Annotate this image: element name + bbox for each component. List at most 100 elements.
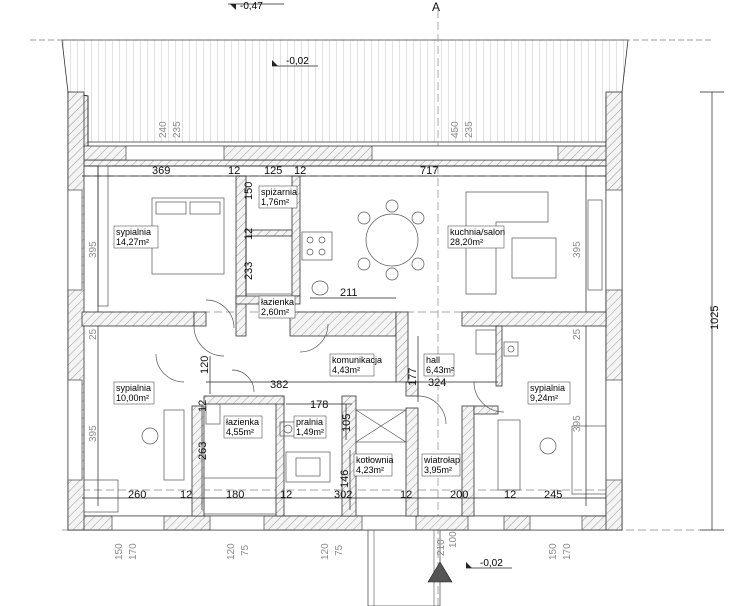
room-name: komunikacja — [332, 355, 382, 365]
room-name: pralnia — [296, 417, 323, 427]
room-name: sypialnia — [116, 227, 151, 237]
level-marker-top: -0,47 — [228, 1, 284, 12]
dim-pralnia-w: 178 — [310, 399, 328, 411]
room-labels: sypialnia 14,27m² spiżarnia 1,76m² kuchn… — [113, 185, 571, 477]
dim-terrace-235b: 235 — [464, 121, 475, 138]
dim-terrace-235a: 235 — [172, 121, 183, 138]
room-area: 4,55m² — [226, 427, 254, 437]
dimension-lines — [82, 91, 724, 531]
entrance — [367, 529, 453, 606]
dim-bottom-12d: 12 — [504, 489, 516, 501]
room-vestibule: wiatrołap 3,95m² — [421, 453, 461, 477]
dim-bot-170b: 170 — [562, 543, 573, 560]
dim-top-125: 125 — [264, 165, 282, 177]
door-swings — [155, 299, 505, 425]
dim-laz2-h: 263 — [197, 442, 209, 460]
dim-left-wall-25a: 25 — [88, 328, 99, 340]
dim-hall-w: 324 — [428, 377, 446, 389]
room-area: 9,24m² — [530, 393, 558, 403]
dim-left-bot-h: 395 — [88, 425, 99, 442]
dim-bottom-12b: 12 — [280, 489, 292, 501]
room-boiler: kotłownia 4,23m² — [353, 453, 394, 477]
room-name: spiżarnia — [261, 187, 297, 197]
dim-left-top-h: 395 — [88, 241, 99, 258]
dim-bottom-12c: 12 — [400, 489, 412, 501]
dim-right-top-h: 395 — [572, 241, 583, 258]
dim-bot-75b: 75 — [334, 544, 345, 556]
level-marker-terrace: -0,02 — [272, 56, 318, 67]
dim-bot-150a: 150 — [114, 543, 125, 560]
dim-laz-h: 233 — [243, 262, 255, 280]
dim-bot-150b: 150 — [548, 543, 559, 560]
dim-bottom-180: 180 — [226, 489, 244, 501]
dim-top-12a: 12 — [228, 165, 240, 177]
room-hall: hall 6,43m² — [423, 353, 455, 377]
level-entrance-label: -0,02 — [480, 558, 503, 569]
room-area: 4,23m² — [356, 465, 384, 475]
level-top-label: -0,47 — [240, 1, 263, 12]
room-kitchen-living: kuchnia/salon 28,20m² — [447, 225, 505, 249]
dimension-labels: 369 12 125 12 717 150 12 233 211 395 395… — [88, 121, 721, 560]
room-area: 28,20m² — [450, 237, 483, 247]
room-pantry: spiżarnia 1,76m² — [258, 185, 298, 209]
room-bathroom-2: łazienka 4,55m² — [223, 415, 263, 439]
room-name: sypialnia — [116, 383, 151, 393]
dim-spizarnia-wall: 12 — [243, 228, 255, 240]
room-bedroom-2: sypialnia 10,00m² — [113, 381, 155, 405]
room-bedroom-3: sypialnia 9,24m² — [527, 381, 571, 405]
dim-corridor-h: 120 — [199, 356, 211, 374]
room-bedroom-1: sypialnia 14,27m² — [113, 225, 159, 249]
dim-bot-100: 100 — [448, 531, 459, 548]
dim-kuchnia-inner: 211 — [340, 287, 358, 299]
room-area: 14,27m² — [116, 237, 149, 247]
room-name: hall — [426, 355, 440, 365]
level-terrace-label: -0,02 — [286, 56, 309, 67]
level-markers: -0,47 -0,02 -0,02 A — [228, 0, 512, 569]
dim-top-12b: 12 — [294, 165, 306, 177]
dim-bot-210: 210 — [436, 539, 447, 556]
room-area: 10,00m² — [116, 393, 149, 403]
room-name: wiatrołap — [423, 455, 460, 465]
dim-right-bot-h: 395 — [572, 415, 583, 432]
windows — [67, 145, 623, 531]
room-area: 1,76m² — [261, 197, 289, 207]
level-marker-entrance: -0,02 — [466, 558, 512, 569]
dim-pralnia-h: 105 — [341, 414, 353, 432]
room-name: sypialnia — [530, 383, 565, 393]
room-bathroom-1: łazienka 2,60m² — [258, 295, 296, 319]
room-area: 3,95m² — [424, 465, 452, 475]
dim-terrace-450: 450 — [450, 121, 461, 138]
dim-bottom-302: 302 — [334, 489, 352, 501]
dim-right-wall-25: 25 — [572, 328, 583, 340]
furniture — [83, 165, 607, 515]
room-area: 4,43m² — [332, 365, 360, 375]
room-area: 1,49m² — [296, 427, 324, 437]
interior-walls — [81, 175, 607, 517]
dim-bot-120a: 120 — [226, 543, 237, 560]
room-name: łazienka — [261, 297, 294, 307]
room-name: łazienka — [226, 417, 259, 427]
dim-spizarnia-h: 150 — [243, 182, 255, 200]
dim-top-717: 717 — [420, 165, 438, 177]
dim-top-369: 369 — [152, 165, 170, 177]
dim-bot-170a: 170 — [128, 543, 139, 560]
room-name: kuchnia/salon — [450, 227, 505, 237]
room-area: 2,60m² — [261, 307, 289, 317]
room-name: kotłownia — [356, 455, 394, 465]
room-laundry: pralnia 1,49m² — [293, 415, 327, 439]
dim-bot-75a: 75 — [240, 544, 251, 556]
dim-bottom-260: 260 — [128, 489, 146, 501]
section-mark: A — [432, 0, 440, 14]
dim-hall-h: 177 — [407, 368, 419, 386]
dim-kotl-h: 146 — [339, 470, 351, 488]
dim-overall-height: 1025 — [709, 306, 721, 330]
dim-terrace-240: 240 — [158, 121, 169, 138]
dim-bottom-200: 200 — [450, 489, 468, 501]
dim-laz-small: 12 — [197, 400, 209, 412]
room-corridor: komunikacja 4,43m² — [329, 353, 382, 377]
dim-bottom-12a: 12 — [180, 489, 192, 501]
room-area: 6,43m² — [426, 365, 454, 375]
dim-corridor-w: 382 — [270, 379, 288, 391]
dim-bot-120b: 120 — [320, 543, 331, 560]
